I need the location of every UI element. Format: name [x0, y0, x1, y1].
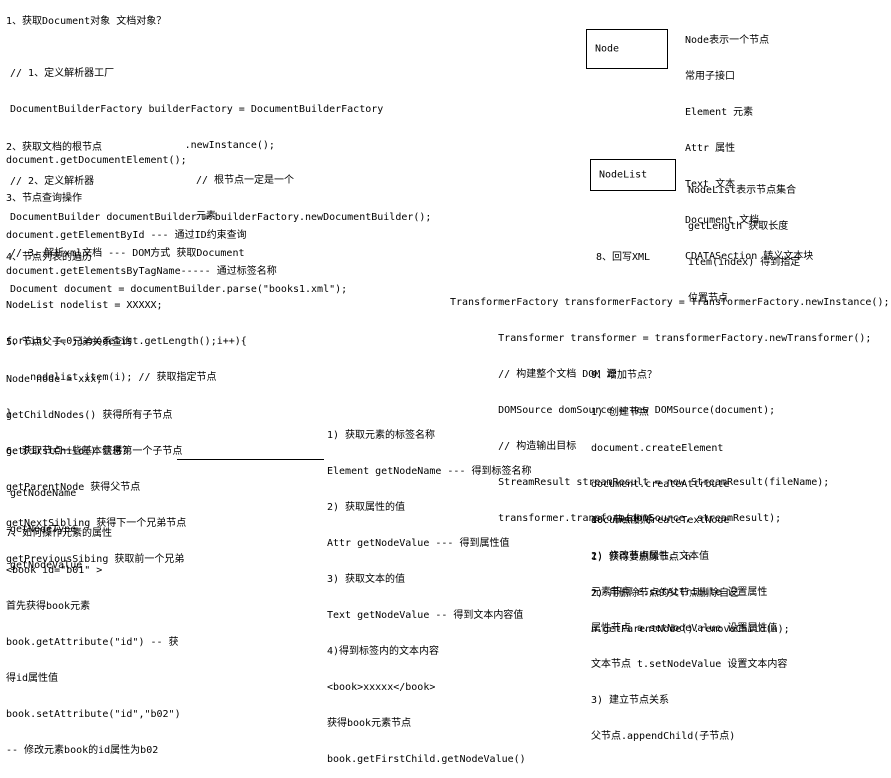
section-4-title: 4、节点列表的遍历: [6, 252, 93, 263]
connector-line: [177, 459, 324, 460]
section-5-title: 5、节点父子、兄弟关系查询: [6, 337, 133, 348]
desc-line: getLength 获取长度: [688, 221, 789, 232]
code-line: DocumentBuilderFactory builderFactory = …: [10, 104, 384, 115]
section-2-code: document.getDocumentElement();: [6, 155, 187, 166]
code-line: // 3、解析xml文档 --- DOM方式 获取Document: [10, 248, 245, 259]
code-line: transformer.transform(domSource, streamR…: [450, 513, 782, 524]
code-line: getNodeType: [10, 524, 77, 535]
code-line: .newInstance();: [10, 140, 275, 151]
code-line: document.getElementsByTagName----- 通过标签名…: [6, 266, 277, 277]
code-line: getNextSibling 获得下一个兄弟节点: [6, 518, 187, 529]
code-line: Transformer transformer = transformerFac…: [450, 333, 872, 344]
code-line: document.createElement: [591, 443, 724, 454]
code-line: TransformerFactory transformerFactory = …: [450, 297, 890, 308]
code-line: document.getElementById --- 通过ID约束查询: [6, 230, 247, 241]
code-line: Document document = documentBuilder.pars…: [10, 284, 348, 295]
section-3-code: document.getElementById --- 通过ID约束查询 doc…: [6, 206, 277, 290]
code-line: 1) 创建节点: [591, 407, 650, 418]
code-line: n.getParentNode().removeChild(n);: [591, 624, 790, 635]
note-line: 1) 获取元素的标签名称: [327, 430, 436, 441]
desc-line: item(index) 得到指定: [688, 257, 801, 268]
code-line: book.setAttribute("id","b02"): [6, 709, 181, 720]
desc-line: Document 文档: [685, 215, 760, 226]
code-line: 得id属性值: [6, 673, 59, 684]
code-line: -- 修改元素book的id属性为b02: [6, 745, 159, 756]
code-line: getNodeValue: [10, 560, 83, 571]
code-line: 2) 用删除节点的父节点删除自己: [591, 588, 740, 599]
note-line: Text getNodeValue -- 得到文本内容值: [327, 610, 524, 621]
comment-line: 元素: [196, 211, 216, 222]
nodelist-description: NodeList表示节点集合 getLength 获取长度 item(index…: [688, 161, 800, 317]
note-line: book.getFirstChild.getNodeValue(): [327, 754, 526, 765]
code-line: DocumentBuilder documentBuilder = builde…: [10, 212, 432, 223]
section-6-code: getNodeName getNodeType getNodeValue: [10, 464, 82, 584]
code-line: // 构造输出目标: [450, 441, 577, 452]
code-line: 2) 修改节点属性、文本值: [591, 551, 710, 562]
code-line: Node node = xxx;: [6, 374, 103, 385]
code-line: 3) 建立节点关系: [591, 695, 670, 706]
section-8-code: TransformerFactory transformerFactory = …: [450, 273, 890, 537]
note-line: Element getNodeName --- 得到标签名称: [327, 466, 532, 477]
section-1-code: // 1、定义解析器工厂 DocumentBuilderFactory buil…: [10, 44, 431, 308]
section-2-comment: // 根节点一定是一个 元素: [196, 151, 294, 235]
section-4-code: NodeList nodelist = XXXXX; for(int i=0;i…: [6, 276, 247, 432]
code-line: 1) 获得要删除节点 n: [591, 552, 692, 563]
code-line: // 1、定义解析器工厂: [10, 68, 115, 79]
code-line: // 2、定义解析器: [10, 176, 95, 187]
nodelist-box-label: NodeList: [599, 169, 648, 181]
section-10-title: 10、节点删除: [591, 515, 654, 526]
code-line: getChildNodes() 获得所有子节点: [6, 410, 173, 421]
section-3-title: 3、节点查询操作: [6, 193, 83, 204]
note-line: 4)得到标签内的文本内容: [327, 646, 440, 657]
note-line: Attr getNodeValue --- 得到属性值: [327, 538, 510, 549]
code-line: 文本节点 t.setNodeValue 设置文本内容: [591, 659, 788, 670]
code-line: }: [6, 408, 13, 419]
node-box-label: Node: [595, 43, 620, 55]
code-line: <book id="b01" >: [6, 565, 103, 576]
section-9-title: 9、增加节点？: [591, 370, 658, 381]
code-line: document.createAttrbute: [591, 479, 730, 490]
code-line: nodelist.item(i); // 获取指定节点: [6, 372, 217, 383]
note-line: 3) 获取文本的值: [327, 574, 406, 585]
code-line: DOMSource domSource = new DOMSource(docu…: [450, 405, 776, 416]
section-7-code: <book id="b01" > 首先获得book元素 book.getAttr…: [6, 541, 181, 769]
section-2-title: 2、获取文档的根节点: [6, 142, 103, 153]
desc-line: Attr 属性: [685, 143, 736, 154]
desc-line: 常用子接口: [685, 71, 735, 82]
comment-line: // 根节点一定是一个: [196, 175, 295, 186]
note-line: 2) 获取属性的值: [327, 502, 406, 513]
code-line: for(int i=0;i<nodelist.getLength();i++){: [6, 336, 247, 347]
code-line: getParentNode 获得父节点: [6, 482, 141, 493]
note-line: <book>xxxxx</book>: [327, 682, 436, 693]
section-6-title: 6、获取节点一些基本信息？: [6, 446, 133, 457]
code-line: // 构建整个文档 DOM 源: [450, 369, 617, 380]
code-line: getNodeName: [10, 488, 77, 499]
code-line: getFirstChild() 获得第一个子节点: [6, 446, 183, 457]
desc-line: Element 元素: [685, 107, 754, 118]
node-box: Node: [586, 29, 668, 69]
code-line: NodeList nodelist = XXXXX;: [6, 300, 163, 311]
section-7-title: 7、如何操作元素的属性: [6, 528, 113, 539]
desc-line: Node表示一个节点: [685, 35, 770, 46]
note-line: 获得book元素节点: [327, 718, 412, 729]
section-1-title: 1、获取Document对象 文档对象？: [6, 16, 167, 27]
nodelist-box: NodeList: [590, 159, 676, 191]
code-line: 元素节点 e.setAttribute 设置属性: [591, 587, 768, 598]
section-5-code: Node node = xxx; getChildNodes() 获得所有子节点…: [6, 350, 186, 578]
node-info-notes: 1) 获取元素的标签名称 Element getNodeName --- 得到标…: [327, 406, 532, 778]
section-8-title: 8、回写XML: [596, 252, 651, 263]
code-line: getPreviousSibing 获取前一个兄弟: [6, 554, 185, 565]
desc-line: Text 文本: [685, 179, 736, 190]
desc-line: CDATASection 转义文本块: [685, 251, 814, 262]
desc-line: NodeList表示节点集合: [688, 185, 797, 196]
code-line: 父节点.appendChild(子节点): [591, 731, 736, 742]
code-line: 首先获得book元素: [6, 601, 91, 612]
desc-line: 位置节点: [688, 293, 728, 304]
code-line: book.getAttribute("id") -- 获: [6, 637, 179, 648]
code-line: StreamResult streamResult = new StreamRe…: [450, 477, 830, 488]
code-line: document.createTextNode: [591, 515, 730, 526]
section-10-code: 1) 获得要删除节点 n 2) 用删除节点的父节点删除自己 n.getParen…: [591, 528, 790, 648]
node-description: Node表示一个节点 常用子接口 Element 元素 Attr 属性 Text…: [685, 11, 813, 275]
